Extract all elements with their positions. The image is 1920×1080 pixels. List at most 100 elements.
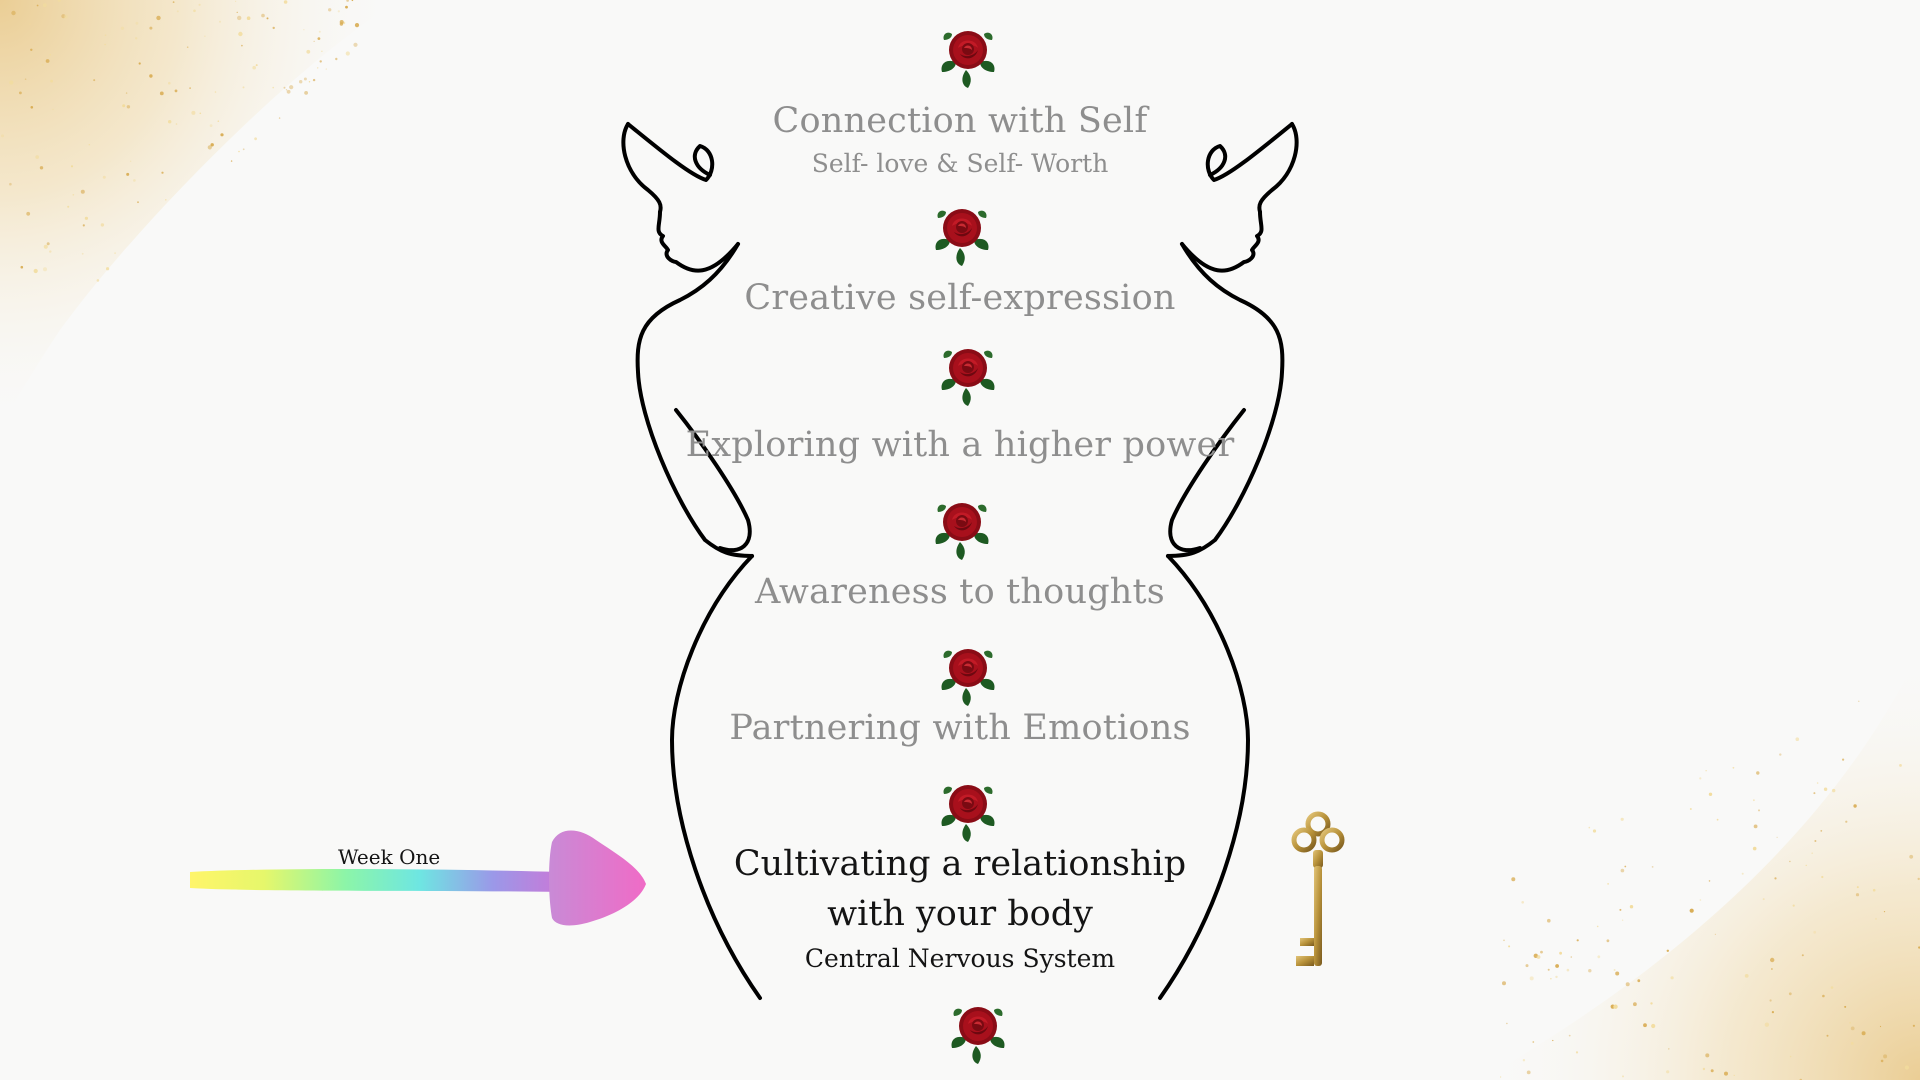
- glitter-speck: [30, 106, 34, 109]
- glitter-speck: [278, 117, 281, 119]
- step-2-title: Creative self-expression: [744, 278, 1176, 318]
- glitter-speck: [1508, 945, 1511, 948]
- glitter-speck: [72, 194, 75, 196]
- rose-icon: [941, 785, 995, 842]
- glitter-speck: [149, 26, 153, 30]
- glitter-speck: [1689, 808, 1692, 810]
- glitter-speck: [272, 26, 275, 30]
- glitter-speck: [286, 89, 291, 94]
- glitter-speck: [1753, 799, 1755, 802]
- glitter-speck: [1858, 700, 1860, 702]
- glitter-speck: [1883, 911, 1886, 913]
- glitter-speck: [1823, 787, 1828, 791]
- glitter-speck: [351, 0, 354, 2]
- glitter-speck: [339, 22, 344, 26]
- glitter-speck: [165, 199, 167, 201]
- glitter-speck: [174, 89, 178, 93]
- glitter-speck: [328, 8, 332, 12]
- glitter-speck: [189, 87, 191, 89]
- glitter-speck: [1670, 976, 1674, 980]
- glitter-speck: [176, 10, 179, 13]
- glitter-speck: [1769, 999, 1772, 1002]
- glitter-speck: [1547, 918, 1551, 923]
- glitter-speck: [104, 43, 106, 46]
- glitter-speck: [308, 81, 311, 83]
- glitter-speck: [61, 14, 66, 19]
- glitter-speck: [236, 11, 238, 13]
- glitter-speck: [1753, 824, 1758, 829]
- glitter-speck: [161, 171, 164, 174]
- glitter-speck: [1596, 925, 1599, 928]
- glitter-speck: [1875, 917, 1877, 920]
- glitter-speck: [1821, 875, 1824, 879]
- glitter-speck: [272, 86, 275, 89]
- glitter-speck: [1607, 883, 1609, 885]
- glitter-speck: [1805, 864, 1807, 867]
- glitter-speck: [126, 105, 131, 109]
- step-1-title: Connection with Self: [772, 101, 1148, 141]
- glitter-speck: [82, 224, 85, 227]
- glitter-speck: [1789, 860, 1791, 863]
- glitter-speck: [135, 37, 138, 40]
- glitter-speck: [1613, 969, 1616, 971]
- glitter-speck: [346, 0, 349, 2]
- glitter-speck: [1762, 898, 1765, 901]
- glitter-speck: [1625, 982, 1630, 987]
- glitter-speck: [129, 160, 132, 162]
- glitter-speck: [168, 120, 172, 124]
- glitter-speck: [1606, 939, 1610, 943]
- glitter-speck: [9, 182, 12, 186]
- glitter-speck: [1774, 877, 1777, 880]
- glitter-speck: [238, 31, 243, 37]
- glitter-speck: [1575, 1051, 1579, 1054]
- glitter-speck: [1779, 753, 1782, 756]
- glitter-speck: [1702, 1067, 1706, 1071]
- glitter-speck: [70, 165, 74, 168]
- glitter-speck: [1845, 820, 1848, 823]
- glitter-speck: [1699, 777, 1702, 780]
- glitter-speck: [1820, 830, 1823, 832]
- glitter-speck: [125, 92, 128, 94]
- glitter-speck: [1904, 1065, 1909, 1070]
- glitter-speck: [325, 68, 327, 70]
- glitter-speck: [1789, 1055, 1792, 1058]
- glitter-speck: [1503, 939, 1505, 942]
- glitter-speck: [1822, 994, 1825, 998]
- glitter-speck: [45, 59, 50, 63]
- glitter-speck: [96, 279, 100, 282]
- glitter-speck: [1708, 880, 1711, 882]
- glitter-speck: [1849, 1021, 1851, 1024]
- glitter-speck: [1615, 971, 1620, 976]
- glitter-speck: [1771, 968, 1773, 970]
- glitter-speck: [26, 211, 31, 216]
- glitter-speck: [57, 0, 61, 2]
- glitter-speck: [198, 3, 201, 6]
- step-6-title-line2: with your body: [827, 894, 1093, 934]
- glitter-speck: [1879, 1025, 1882, 1028]
- glitter-speck: [28, 23, 31, 25]
- glitter-speck: [1, 134, 4, 138]
- glitter-speck: [168, 81, 171, 85]
- glitter-speck: [1651, 866, 1654, 868]
- glitter-speck: [1710, 1069, 1714, 1073]
- glitter-speck: [1813, 930, 1817, 934]
- glitter-speck: [304, 91, 308, 95]
- glitter-speck: [1552, 1039, 1554, 1042]
- glitter-speck: [100, 223, 105, 227]
- glitter-speck: [1872, 888, 1876, 892]
- glitter-speck: [1547, 968, 1550, 971]
- glitter-speck: [1756, 771, 1760, 775]
- glitter-speck: [46, 242, 50, 246]
- glitter-speck: [1855, 893, 1860, 897]
- glitter-speck: [106, 267, 110, 271]
- glitter-speck: [1666, 949, 1670, 952]
- glitter-speck: [354, 23, 360, 28]
- glitter-speck: [1540, 950, 1543, 954]
- glitter-speck: [1619, 908, 1622, 911]
- glitter-speck: [114, 252, 116, 255]
- glitter-speck: [30, 48, 33, 51]
- glitter-speck: [41, 63, 44, 66]
- glitter-speck: [1752, 846, 1757, 851]
